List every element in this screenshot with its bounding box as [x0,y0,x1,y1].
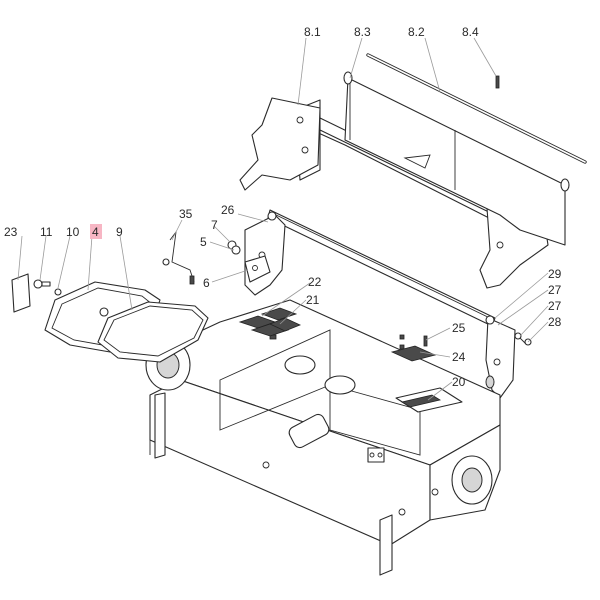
callout-7: 7 [211,218,218,232]
callout-6: 6 [203,276,210,290]
callout-27-bottom: 27 [548,299,562,313]
callout-5: 5 [200,235,207,249]
callout-4: 4 [92,225,99,239]
gasket-9 [97,301,209,363]
callout-22: 22 [308,275,322,289]
callout-21: 21 [306,293,320,307]
callout-9: 9 [116,225,123,239]
plate-24 [390,345,437,362]
latch-part [367,447,385,463]
callout-10: 10 [66,225,80,239]
callout-29: 29 [548,267,562,281]
leader-lines [17,37,549,401]
rod-8-2 [366,53,587,164]
fabric-panel-8-3 [343,71,570,246]
deck-pads-22 [238,307,302,337]
screw-11 [33,279,51,289]
callout-26: 26 [221,203,235,217]
callout-8-3: 8.3 [354,25,371,39]
callout-8-4: 8.4 [462,25,479,39]
screw-25 [423,335,428,347]
hook-35 [162,230,195,285]
callout-35: 35 [179,207,193,221]
callout-11: 11 [40,225,53,239]
pin-8-4 [495,75,500,89]
washer-10 [54,288,62,296]
callout-24: 24 [452,350,466,364]
bolt-27 [514,332,527,345]
callout-20: 20 [452,375,466,389]
nut-5 [231,245,241,255]
callout-25: 25 [452,321,466,335]
plate-23 [11,273,31,313]
callout-4-highlight [90,224,102,239]
callout-8-2: 8.2 [408,25,425,39]
callout-23: 23 [4,225,18,239]
main-chassis [145,299,501,576]
callout-labels: 8.1 8.3 8.2 8.4 35 26 23 11 10 4 9 7 5 6… [4,25,562,389]
callout-27-top: 27 [548,283,562,297]
callout-8-1: 8.1 [304,25,321,39]
bracket-6 [244,255,271,283]
callout-28: 28 [548,315,562,329]
